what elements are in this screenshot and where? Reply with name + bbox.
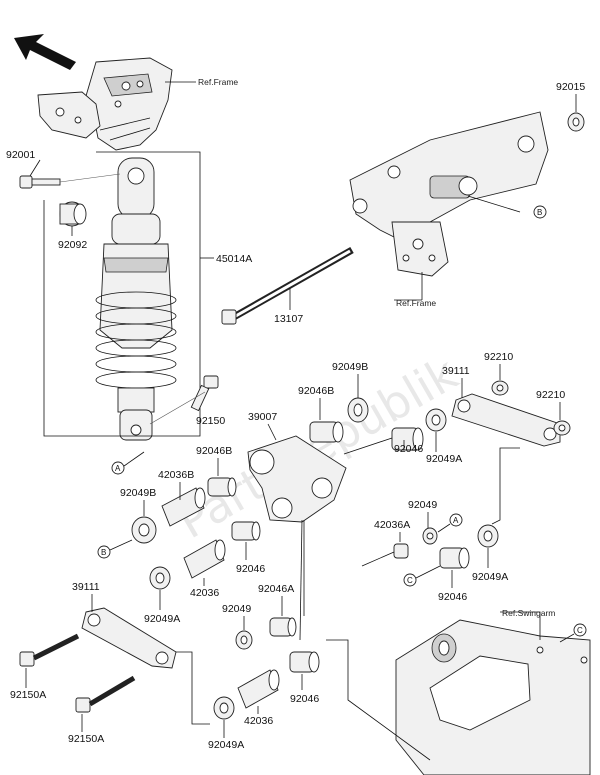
rocker-arm-39007: [247, 435, 347, 523]
washer-92049B-top: [347, 397, 369, 423]
washer-92049-right: [422, 527, 438, 545]
callout-b-1: B: [537, 208, 542, 217]
bearing-92046B-left: [207, 477, 237, 497]
part-45014A: 45014A: [216, 253, 252, 265]
bolt-92001: [19, 175, 61, 189]
part-92049-mid: 92049: [222, 603, 251, 615]
part-92049B-top: 92049B: [332, 361, 368, 373]
part-92049A-left: 92049A: [144, 613, 180, 625]
nut-92210-2: [553, 420, 571, 436]
part-39111-right: 39111: [442, 365, 470, 377]
tie-rod-39111-left: [81, 607, 177, 669]
part-42036-low: 42036: [244, 715, 273, 727]
part-39007: 39007: [248, 411, 277, 423]
washer-92015: [567, 112, 585, 132]
washer-92049B-left: [131, 516, 157, 544]
callout-b-2: B: [101, 548, 106, 557]
shaft-13107: [221, 246, 354, 325]
part-92150A-1: 92150A: [10, 689, 46, 701]
part-13107: 13107: [274, 313, 303, 325]
part-92049B-left: 92049B: [120, 487, 156, 499]
bolt-92150: [190, 375, 219, 412]
ref-frame-top: Ref.Frame: [198, 77, 238, 87]
part-92092: 92092: [58, 239, 87, 251]
arrow-up-left-icon: [14, 34, 76, 70]
washer-92049A-right: [425, 408, 447, 432]
part-92046B-left: 92046B: [196, 445, 232, 457]
callout-c-2: C: [577, 626, 583, 635]
part-92150A-2: 92150A: [68, 733, 104, 745]
part-92015: 92015: [556, 81, 585, 93]
washer-92049A-right-low: [477, 524, 499, 548]
callout-a-2: A: [453, 516, 459, 525]
collar-42036A: [393, 543, 409, 559]
sleeve-42036-mid: [183, 539, 226, 579]
part-92046B: 92046B: [298, 385, 334, 397]
bearing-92046-right: [391, 427, 424, 451]
sleeve-42036B: [161, 487, 206, 527]
bearing-92046A: [269, 617, 297, 637]
bushing-92092: [59, 201, 87, 227]
washer-92049A-left: [149, 566, 171, 590]
sleeve-42036-low: [237, 669, 280, 709]
callout-a-1: A: [115, 464, 121, 473]
frame-bracket-top: [37, 57, 173, 151]
washer-92049A-bottom: [213, 696, 235, 720]
swingarm: [395, 619, 591, 775]
part-92046-low: 92046: [290, 693, 319, 705]
part-42036B: 42036B: [158, 469, 194, 481]
part-92046A: 92046A: [258, 583, 294, 595]
nut-92210-1: [491, 380, 509, 396]
bearing-92046-mid: [231, 521, 261, 541]
part-92049A-right: 92049A: [426, 453, 462, 465]
frame-section-right: [349, 111, 549, 277]
bearing-92046-low: [289, 651, 320, 673]
ref-frame-mid: Ref.Frame: [396, 298, 436, 308]
rear-shock-absorber: [95, 157, 177, 441]
bolt-92150A-1: [19, 633, 80, 667]
part-92210-2: 92210: [536, 389, 565, 401]
part-92046-right: 92046: [394, 443, 423, 455]
part-92046-mid: 92046: [236, 563, 265, 575]
part-92001: 92001: [6, 149, 35, 161]
part-92046-right-low: 92046: [438, 591, 467, 603]
bolt-92150A-2: [75, 675, 136, 713]
part-39111-left: 39111: [72, 581, 100, 593]
part-92049A-bottom: 92049A: [208, 739, 244, 751]
bearing-92046-right-low: [439, 547, 470, 569]
part-92150: 92150: [196, 415, 225, 427]
part-92049A-right-low: 92049A: [472, 571, 508, 583]
tie-rod-39111-right: [451, 393, 561, 447]
washer-92049-mid: [235, 630, 253, 650]
bearing-92046B-top: [309, 421, 344, 443]
part-92049-right: 92049: [408, 499, 437, 511]
ref-swingarm: Ref.Swingarm: [502, 608, 555, 618]
callout-c-1: C: [407, 576, 413, 585]
part-42036A: 42036A: [374, 519, 410, 531]
part-42036-mid: 42036: [190, 587, 219, 599]
part-92210-1: 92210: [484, 351, 513, 363]
